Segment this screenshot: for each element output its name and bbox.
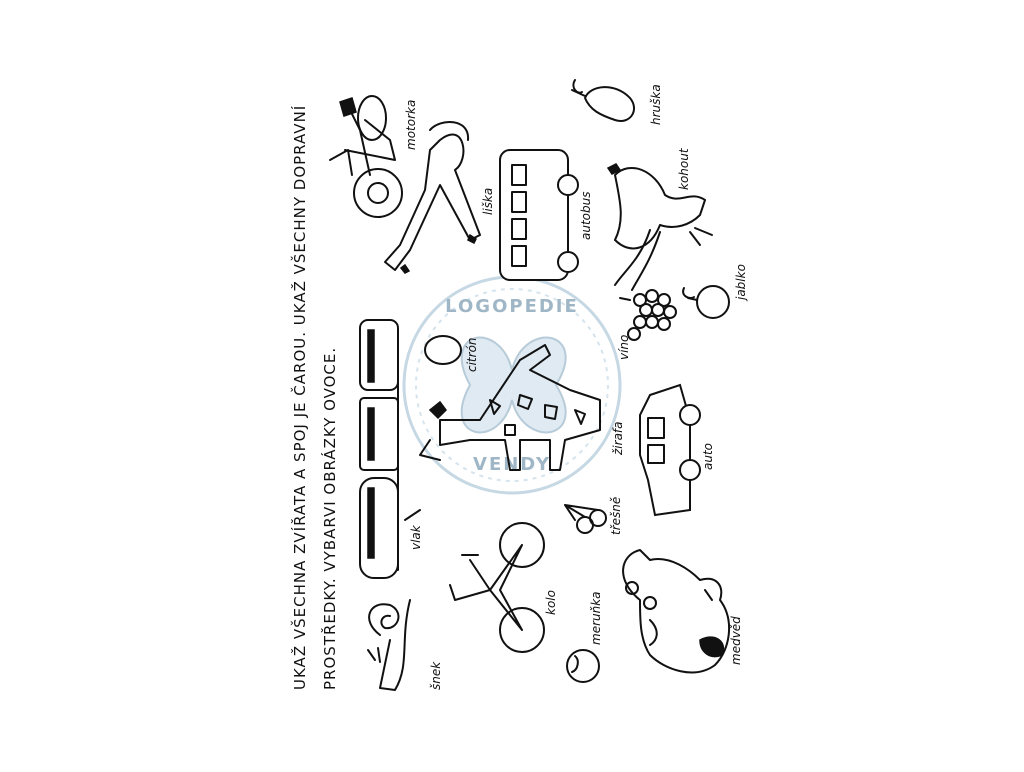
train-icon — [359, 319, 421, 579]
instruction-line-1: UKAŽ VŠECHNA ZVÍŘATA A SPOJ JE ČAROU. UK… — [290, 105, 309, 690]
apricot-icon — [566, 649, 600, 683]
label-tresne: třešně — [609, 497, 623, 535]
apple-icon — [682, 285, 730, 319]
bear-icon — [622, 549, 731, 674]
cherries-icon — [564, 504, 607, 534]
instruction-line-2: PROSTŘEDKY. VYBARVI OBRÁZKY OVOCE. — [320, 347, 339, 690]
motorcycle-icon — [329, 95, 403, 218]
label-hruska: hruška — [649, 84, 663, 125]
bicycle-icon — [449, 522, 545, 653]
car-icon — [639, 383, 701, 517]
rooster-icon — [606, 163, 713, 291]
watermark-bottom-text: VENDY — [473, 454, 551, 475]
label-medved: medvěd — [729, 616, 743, 665]
snail-icon — [367, 599, 411, 691]
label-kolo: kolo — [544, 590, 558, 615]
label-vlak: vlak — [409, 524, 423, 550]
lemon-icon — [424, 335, 462, 365]
watermark-stamp: LOGOPEDIE VENDY — [402, 275, 622, 495]
pear-icon — [571, 79, 635, 122]
label-citron: citrón — [465, 337, 479, 372]
label-autobus: autobus — [579, 192, 593, 240]
label-snek: šnek — [429, 661, 443, 690]
label-auto: auto — [701, 443, 715, 470]
label-jablko: jablko — [734, 264, 748, 302]
label-motorka: motorka — [404, 100, 418, 150]
bus-icon — [499, 149, 579, 281]
watermark-top-text: LOGOPEDIE — [445, 296, 579, 317]
label-merunka: meruňka — [589, 591, 603, 645]
label-liska: liška — [481, 188, 495, 215]
giraffe-icon — [419, 344, 601, 471]
label-kohout: kohout — [677, 147, 691, 190]
grapes-icon — [619, 289, 677, 341]
fox-icon — [384, 120, 481, 274]
label-vino: víno — [617, 335, 631, 360]
label-zirafa: žirafa — [611, 422, 625, 457]
